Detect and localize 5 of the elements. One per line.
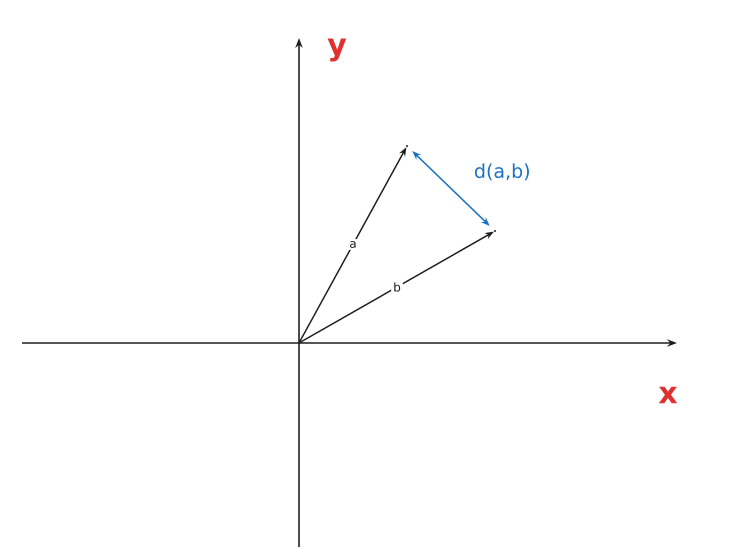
edge-label: d(a,b) [475, 163, 529, 180]
edge-label: a [350, 241, 356, 248]
axis-label: x [658, 386, 678, 404]
edge-label: b [394, 282, 400, 292]
axis-label: y [328, 38, 346, 62]
